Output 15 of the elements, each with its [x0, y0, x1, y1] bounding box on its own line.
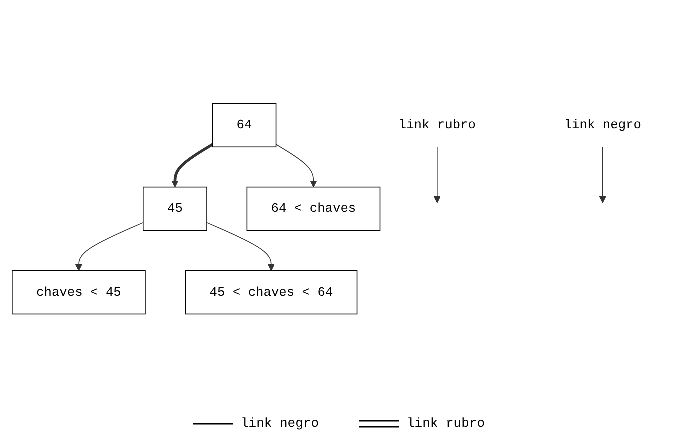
arrow — [276, 144, 318, 188]
node-box: 45 < chaves < 64 — [185, 270, 358, 315]
node-box: 64 < chaves — [246, 186, 381, 232]
arrow — [172, 143, 214, 188]
node-text: link negro — [564, 118, 642, 133]
node-box: 64 — [212, 103, 277, 148]
arrow — [206, 222, 275, 272]
arrow — [434, 146, 441, 204]
legend-label: link rubro — [407, 416, 486, 431]
arrow — [599, 146, 606, 204]
node-box: chaves < 45 — [12, 270, 146, 315]
legend-label: link negro — [240, 416, 319, 431]
arrow — [75, 222, 144, 272]
node-text: link rubro — [398, 118, 476, 133]
node-box: 45 — [142, 186, 208, 232]
